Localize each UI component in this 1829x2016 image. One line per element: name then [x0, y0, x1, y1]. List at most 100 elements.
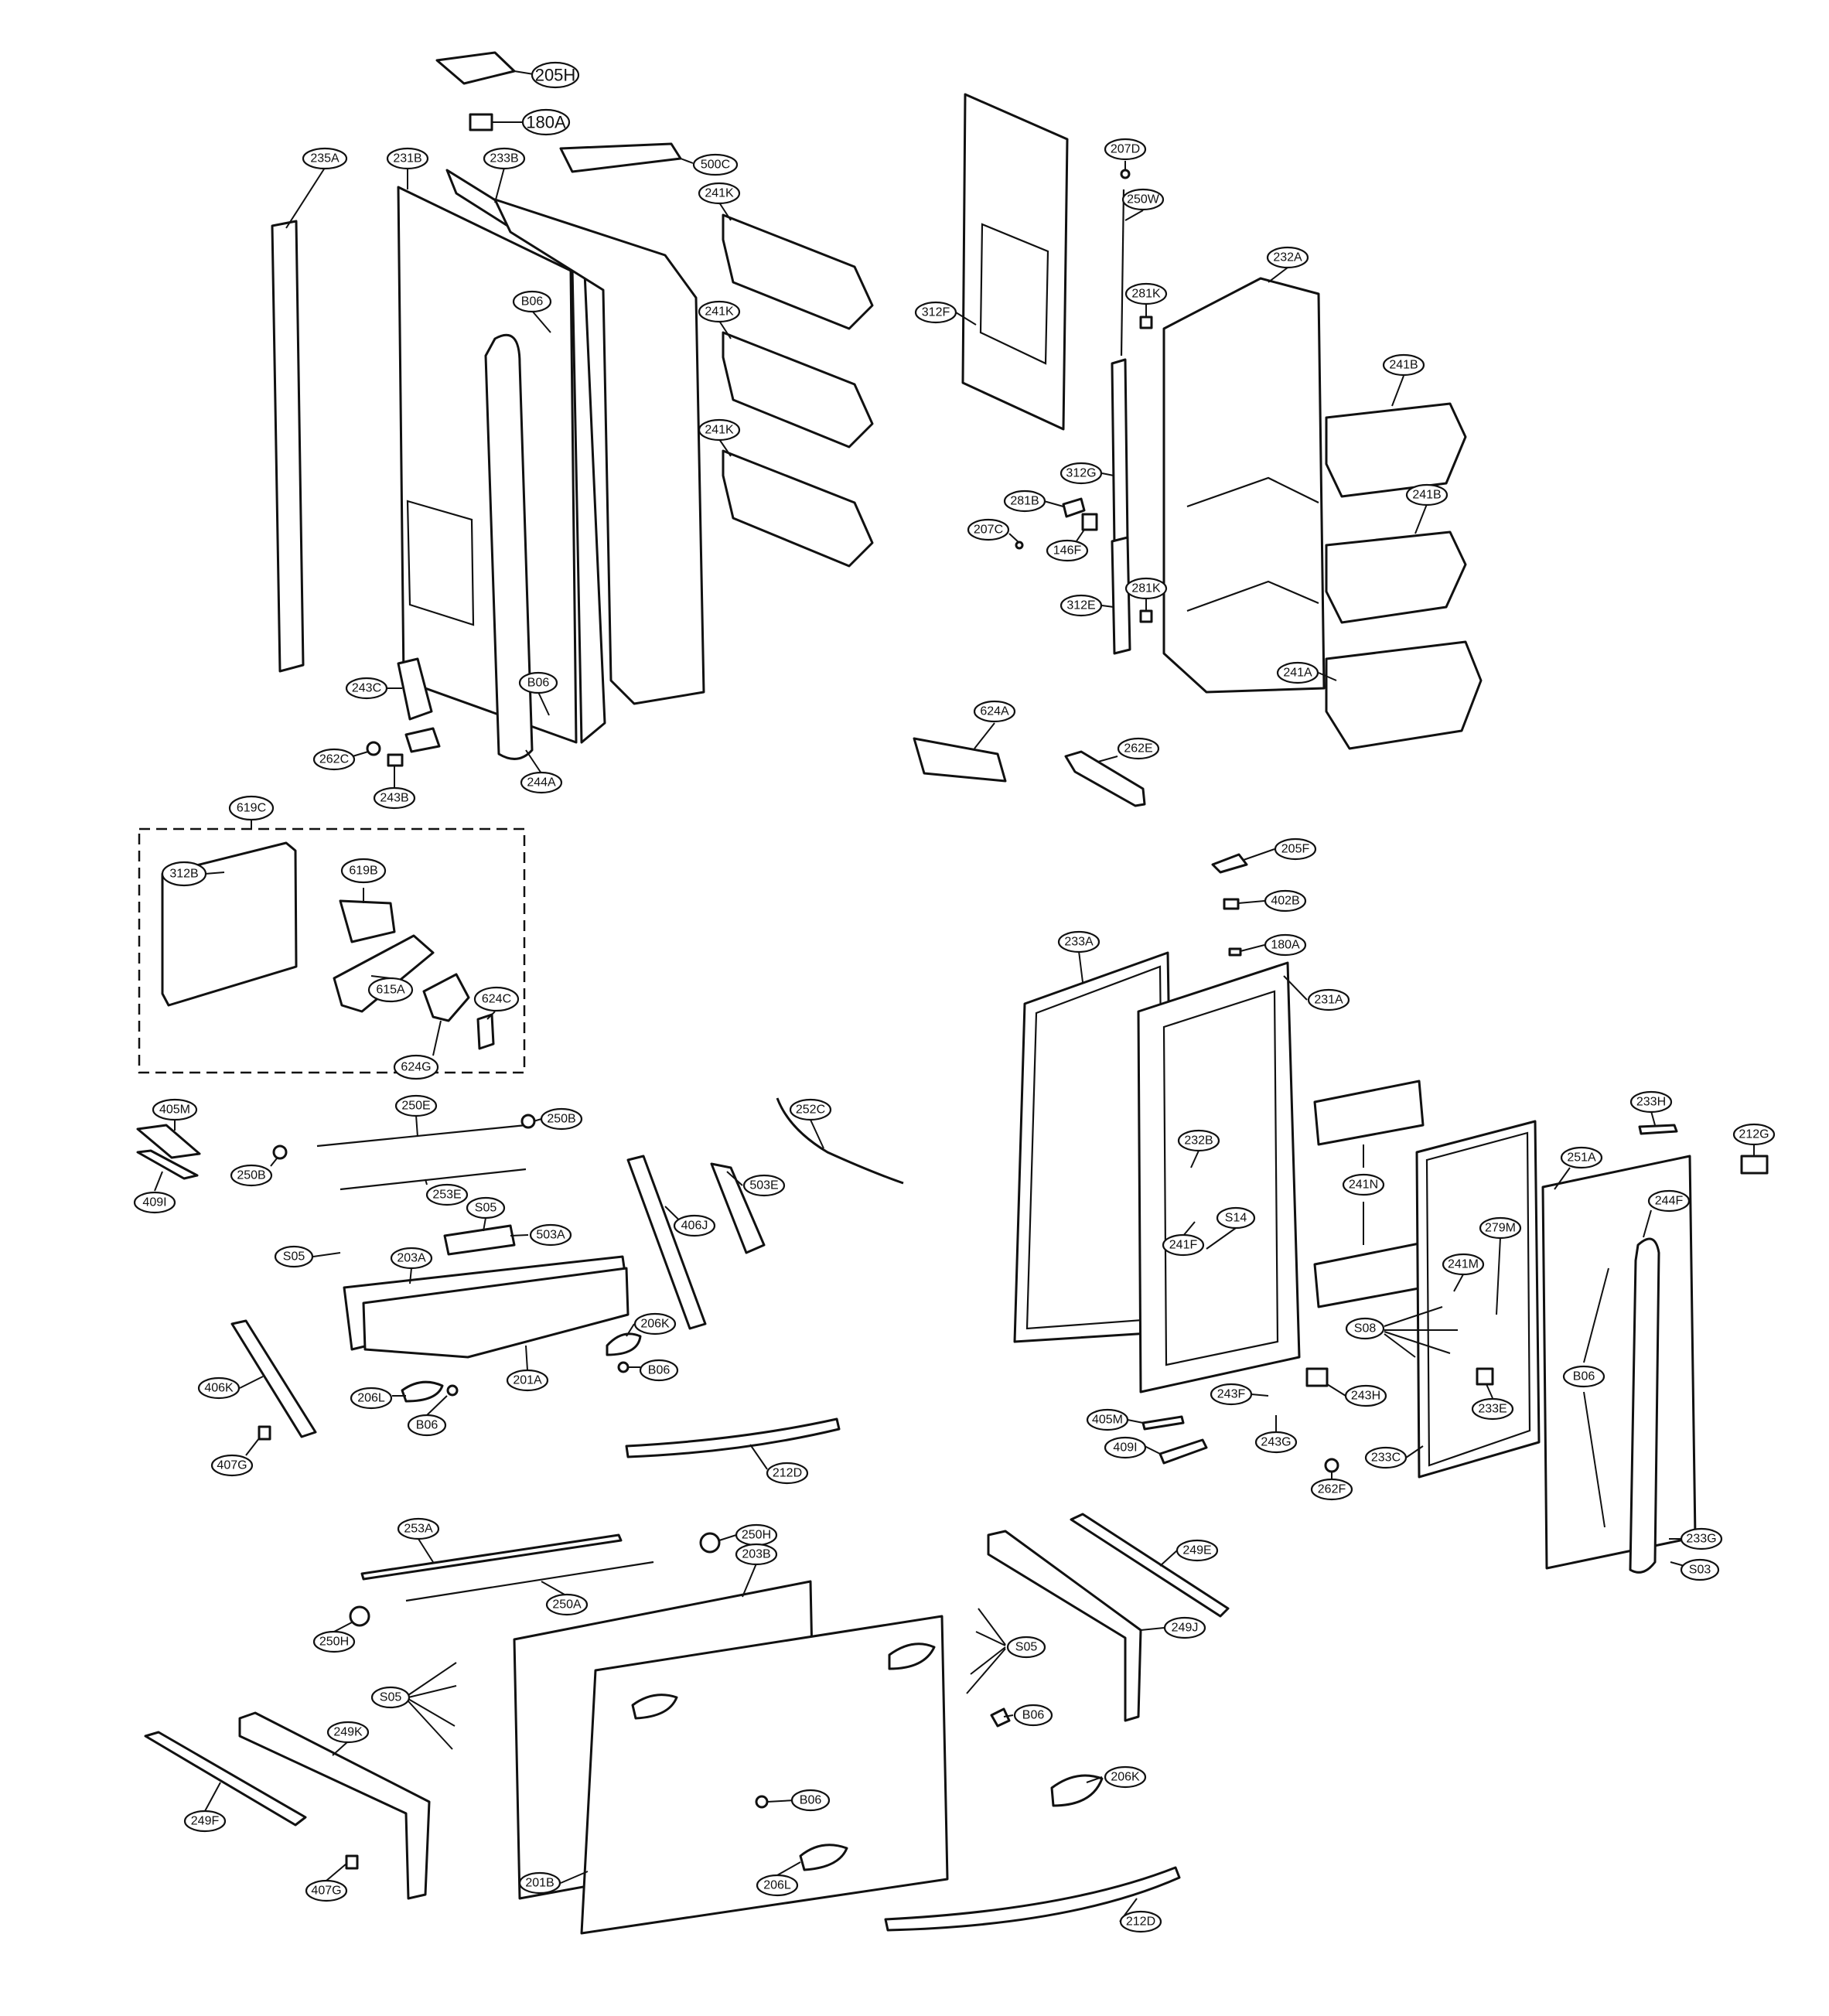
part-illustrations	[136, 51, 1769, 1935]
leader-206k-2	[1086, 1776, 1103, 1783]
callout-bubble	[1177, 1129, 1220, 1152]
callout-label: 232A	[1273, 251, 1302, 264]
callout-label: B06	[1022, 1709, 1045, 1722]
callout-207d: 207D	[1104, 138, 1147, 161]
callout-312b: 312B	[161, 861, 207, 887]
part-244a-handle	[484, 333, 534, 760]
callout-label: 146F	[1053, 544, 1082, 558]
callout-206k-1: 206K	[633, 1312, 677, 1335]
callout-bubble	[1119, 1910, 1162, 1933]
leader-s14	[1206, 1227, 1237, 1250]
callout-503a: 503A	[529, 1223, 572, 1247]
callout-bubble	[230, 1164, 273, 1187]
callout-249f: 249F	[183, 1810, 227, 1833]
part-624c-fitting	[476, 1013, 495, 1050]
callout-label: 253A	[404, 1523, 433, 1536]
callout-label: 262E	[1124, 742, 1152, 756]
callout-bubble	[1006, 1636, 1046, 1659]
callout-b06-6: B06	[790, 1789, 831, 1812]
leader-b06-1	[531, 310, 551, 333]
callout-312g: 312G	[1060, 462, 1103, 485]
leader-250a	[541, 1581, 565, 1595]
part-312e-strip	[1111, 536, 1131, 655]
leader-249f	[204, 1782, 221, 1812]
leader-250h-2	[333, 1622, 353, 1632]
callout-bubble	[698, 300, 741, 323]
part-241k-bin-3	[722, 449, 874, 568]
leader-312e	[1101, 605, 1114, 608]
part-243c-bracket	[397, 657, 433, 721]
leader-233c	[1405, 1445, 1424, 1458]
callout-bubble	[1344, 1384, 1387, 1407]
part-312f-door-opening	[979, 223, 1049, 365]
callout-s05-2: S05	[274, 1245, 314, 1268]
leader-241b-2	[1414, 503, 1428, 534]
leader-407g-2	[326, 1863, 347, 1881]
part-241n-bin-lower	[1313, 1242, 1425, 1308]
callout-label: 250E	[401, 1100, 430, 1113]
callout-252c: 252C	[789, 1098, 832, 1121]
part-212g-label	[1740, 1155, 1769, 1175]
callout-label: 212D	[1126, 1915, 1155, 1929]
leader-250b-2	[270, 1158, 278, 1167]
leader-624c	[486, 1011, 496, 1020]
callout-label: 244F	[1655, 1195, 1684, 1208]
leader-402b	[1237, 900, 1265, 904]
callout-405m-right: 405M	[1086, 1408, 1129, 1431]
part-207c-screw	[1015, 541, 1024, 550]
callout-bubble	[1060, 594, 1103, 617]
callout-bubble	[407, 1414, 447, 1437]
callout-250a: 250A	[545, 1593, 589, 1616]
callout-624a: 624A	[973, 700, 1016, 723]
callout-212d-1: 212D	[766, 1462, 809, 1485]
callout-label: 243G	[1261, 1436, 1291, 1449]
callout-label: 262F	[1318, 1483, 1346, 1496]
callout-bubble	[1274, 837, 1317, 861]
leader-212d-1	[749, 1444, 768, 1470]
callout-bubble	[1264, 889, 1307, 912]
callout-label: 619B	[349, 865, 377, 878]
callout-bubble	[698, 418, 741, 442]
callout-b06-4: B06	[639, 1359, 679, 1382]
callout-bubble	[506, 1369, 549, 1392]
callout-205h: 205H	[531, 61, 580, 89]
callout-312e: 312E	[1060, 594, 1103, 617]
leader-s05-2	[312, 1252, 341, 1257]
leader-s05-1	[483, 1217, 486, 1232]
part-233c-gasket-inner	[1425, 1131, 1531, 1467]
callout-bubble	[633, 1312, 677, 1335]
callout-label: 243C	[352, 682, 381, 695]
callout-bubble	[1104, 1436, 1147, 1459]
callout-label: 312F	[922, 306, 950, 319]
callout-label: 250B	[547, 1113, 575, 1126]
callout-bubble	[1216, 1206, 1256, 1230]
leader-243f	[1251, 1393, 1269, 1397]
part-146f-clip	[1081, 513, 1098, 531]
callout-label: 503A	[536, 1229, 565, 1242]
callout-235a: 235A	[302, 147, 348, 170]
leader-s05-4-d	[408, 1700, 453, 1750]
callout-bubble	[1121, 188, 1165, 211]
callout-253a: 253A	[397, 1517, 440, 1540]
callout-label: 235A	[310, 152, 340, 165]
callout-615a: 615A	[367, 977, 414, 1003]
leader-b06-5	[426, 1395, 448, 1416]
callout-409i-right: 409I	[1104, 1436, 1147, 1459]
callout-label: 250A	[552, 1598, 582, 1612]
callout-bubble	[1086, 1408, 1129, 1431]
part-250e-rod	[316, 1124, 527, 1148]
callout-231b: 231B	[386, 147, 429, 170]
leader-s03	[1670, 1561, 1685, 1567]
leader-s05-4-b	[408, 1685, 457, 1698]
callout-label: 233H	[1636, 1096, 1666, 1109]
part-312f-door-cover	[961, 93, 1069, 431]
part-619b-valve	[339, 899, 396, 943]
callout-label: 180A	[1271, 939, 1300, 952]
callout-label: 249K	[333, 1726, 363, 1739]
callout-bubble	[698, 182, 741, 205]
callout-label: 243H	[1351, 1390, 1380, 1403]
callout-233a: 233A	[1057, 930, 1100, 953]
leader-s05-3-d	[966, 1648, 1006, 1694]
leader-250h-1	[718, 1534, 737, 1541]
callout-bubble	[373, 786, 416, 810]
